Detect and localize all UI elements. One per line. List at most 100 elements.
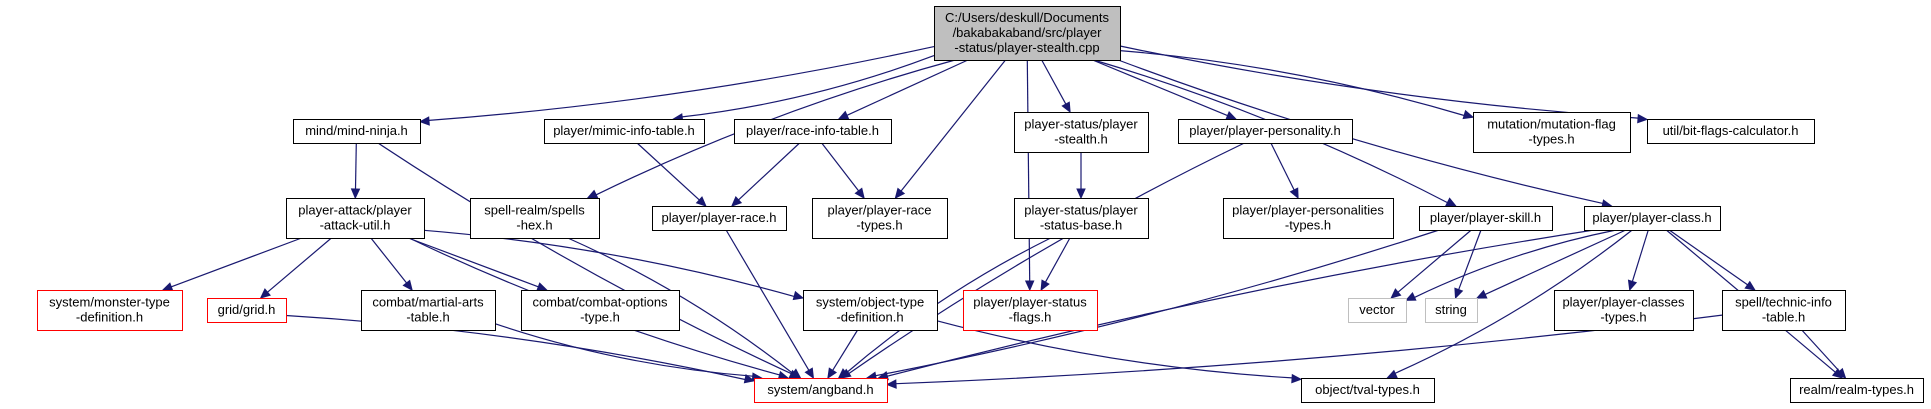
node-box [1014,112,1149,153]
node-box [361,290,496,331]
node-label-line: player/player-status [973,295,1087,310]
edge-arrowhead [730,195,743,207]
node-angband[interactable]: system/angband.h [754,378,888,403]
node-label-line: -types.h [1600,310,1646,325]
edge-attack_util-to-grid [259,237,332,299]
node-label-line: mutation/mutation-flag [1487,117,1616,132]
node-classes-types[interactable]: player/player-classes-types.h [1554,290,1694,331]
edge-arrowhead [743,374,756,384]
node-tval[interactable]: object/tval-types.h [1301,378,1435,403]
edge-line [936,320,1293,379]
edge-root-to-race_types [894,59,1006,199]
node-player-race[interactable]: player/player-race.h [652,206,787,231]
node-label-line: -type.h [580,310,620,325]
node-race-info[interactable]: player/race-info-table.h [734,119,892,144]
edge-root-to-mind_ninja [418,46,935,126]
edge-status_base-to-status_flags [1040,237,1071,292]
edge-line [370,237,407,284]
node-object-type[interactable]: system/object-type-definition.h [803,290,938,331]
node-label-line: system/object-type [816,295,924,310]
node-box [963,290,1098,331]
edge-arrowhead [586,189,599,199]
node-vector[interactable]: vector [1348,298,1407,323]
edge-technic-to-realm_types [1801,329,1847,379]
node-root[interactable]: C:/Users/deskull/Documents/bakabakaband/… [934,6,1121,61]
edge-attack_util-to-monster_type [161,237,302,292]
edge-line [1117,59,1603,204]
node-status-base[interactable]: player-status/player-status-base.h [1014,198,1149,239]
node-attack-util[interactable]: player-attack/player-attack-util.h [286,198,425,239]
node-string[interactable]: string [1425,298,1478,323]
edge-arrowhead [1040,279,1050,292]
edge-line [1041,59,1067,105]
node-combat-opts[interactable]: combat/combat-options-type.h [521,290,680,331]
node-race-types[interactable]: player/player-race-types.h [812,198,948,239]
edge-martial-to-angband [494,323,763,382]
node-realm-types[interactable]: realm/realm-types.h [1790,378,1924,403]
edge-arrowhead [695,196,707,207]
node-box [207,298,287,323]
node-martial[interactable]: combat/martial-arts-table.h [361,290,496,331]
edge-arrowhead [402,279,413,291]
node-label-line: grid/grid.h [218,302,276,317]
node-technic[interactable]: spell/technic-info-table.h [1722,290,1846,331]
node-label-line: player/mimic-info-table.h [553,123,695,138]
edge-arrowhead [1637,113,1649,124]
node-box [1178,119,1353,144]
node-personalities-types[interactable]: player/player-personalities-types.h [1223,198,1394,239]
edge-line [1092,59,1228,117]
edge-line [1119,45,1639,119]
edge-line [821,142,860,192]
edge-arrowhead [1445,197,1457,207]
edge-arrowhead [885,379,897,389]
node-mimic[interactable]: player/mimic-info-table.h [544,119,705,144]
node-monster-type[interactable]: system/monster-type-definition.h [37,290,183,331]
node-label-line: spell-realm/spells [484,203,585,218]
node-label-line: /bakabakaband/src/player [953,25,1103,40]
node-grid[interactable]: grid/grid.h [207,298,287,323]
node-label-line: player-status/player [1024,117,1138,132]
edge-grid-to-angband [285,314,756,384]
node-label-line: -table.h [1762,310,1805,325]
edge-line [1394,229,1633,374]
node-box [812,198,948,239]
node-label-line: -attack-util.h [320,218,391,233]
node-label-line: -table.h [406,310,449,325]
edge-arrowhead [1386,369,1398,379]
node-ps-stealth-h[interactable]: player-status/player-stealth.h [1014,112,1149,153]
node-label-line: player/player-class.h [1592,210,1711,225]
edge-line [1397,229,1472,293]
node-label-line: combat/combat-options [532,295,668,310]
node-label-line: player-attack/player [298,203,412,218]
node-label-line: -types.h [1285,218,1331,233]
node-label-line: player/race-info-table.h [746,123,879,138]
node-mind-ninja[interactable]: mind/mind-ninja.h [293,119,421,144]
edge-line [1631,229,1649,282]
edge-line [900,59,1006,192]
node-mutation[interactable]: mutation/mutation-flag-types.h [1473,112,1631,153]
edge-root-to-personality [1092,59,1238,120]
edge-line [428,46,935,121]
node-status-flags[interactable]: player/player-status-flags.h [963,290,1098,331]
node-label-line: spell/technic-info [1735,295,1832,310]
node-box [286,198,425,239]
node-bitflags[interactable]: util/bit-flags-calculator.h [1647,119,1815,144]
node-label-line: C:/Users/deskull/Documents [945,10,1109,25]
node-box [37,290,183,331]
edge-line [887,229,1595,377]
node-label-line: -stealth.h [1054,132,1107,147]
node-box [803,290,938,331]
edge-arrowhead [854,187,865,199]
edge-root-to-mimic [672,55,935,123]
node-player-class[interactable]: player/player-class.h [1584,206,1721,231]
node-label-line: -status-base.h [1040,218,1122,233]
node-label-line: player/player-classes [1562,295,1685,310]
node-spell-hex[interactable]: spell-realm/spells-hex.h [470,198,600,239]
node-label-line: player-status/player [1024,203,1138,218]
node-personality[interactable]: player/player-personality.h [1178,119,1353,144]
node-box [1647,119,1815,144]
edge-line [682,55,935,118]
edge-ps_stealth_h-to-status_base [1076,152,1086,200]
node-player-skill[interactable]: player/player-skill.h [1419,206,1553,231]
edge-arrowhead [1061,101,1071,114]
